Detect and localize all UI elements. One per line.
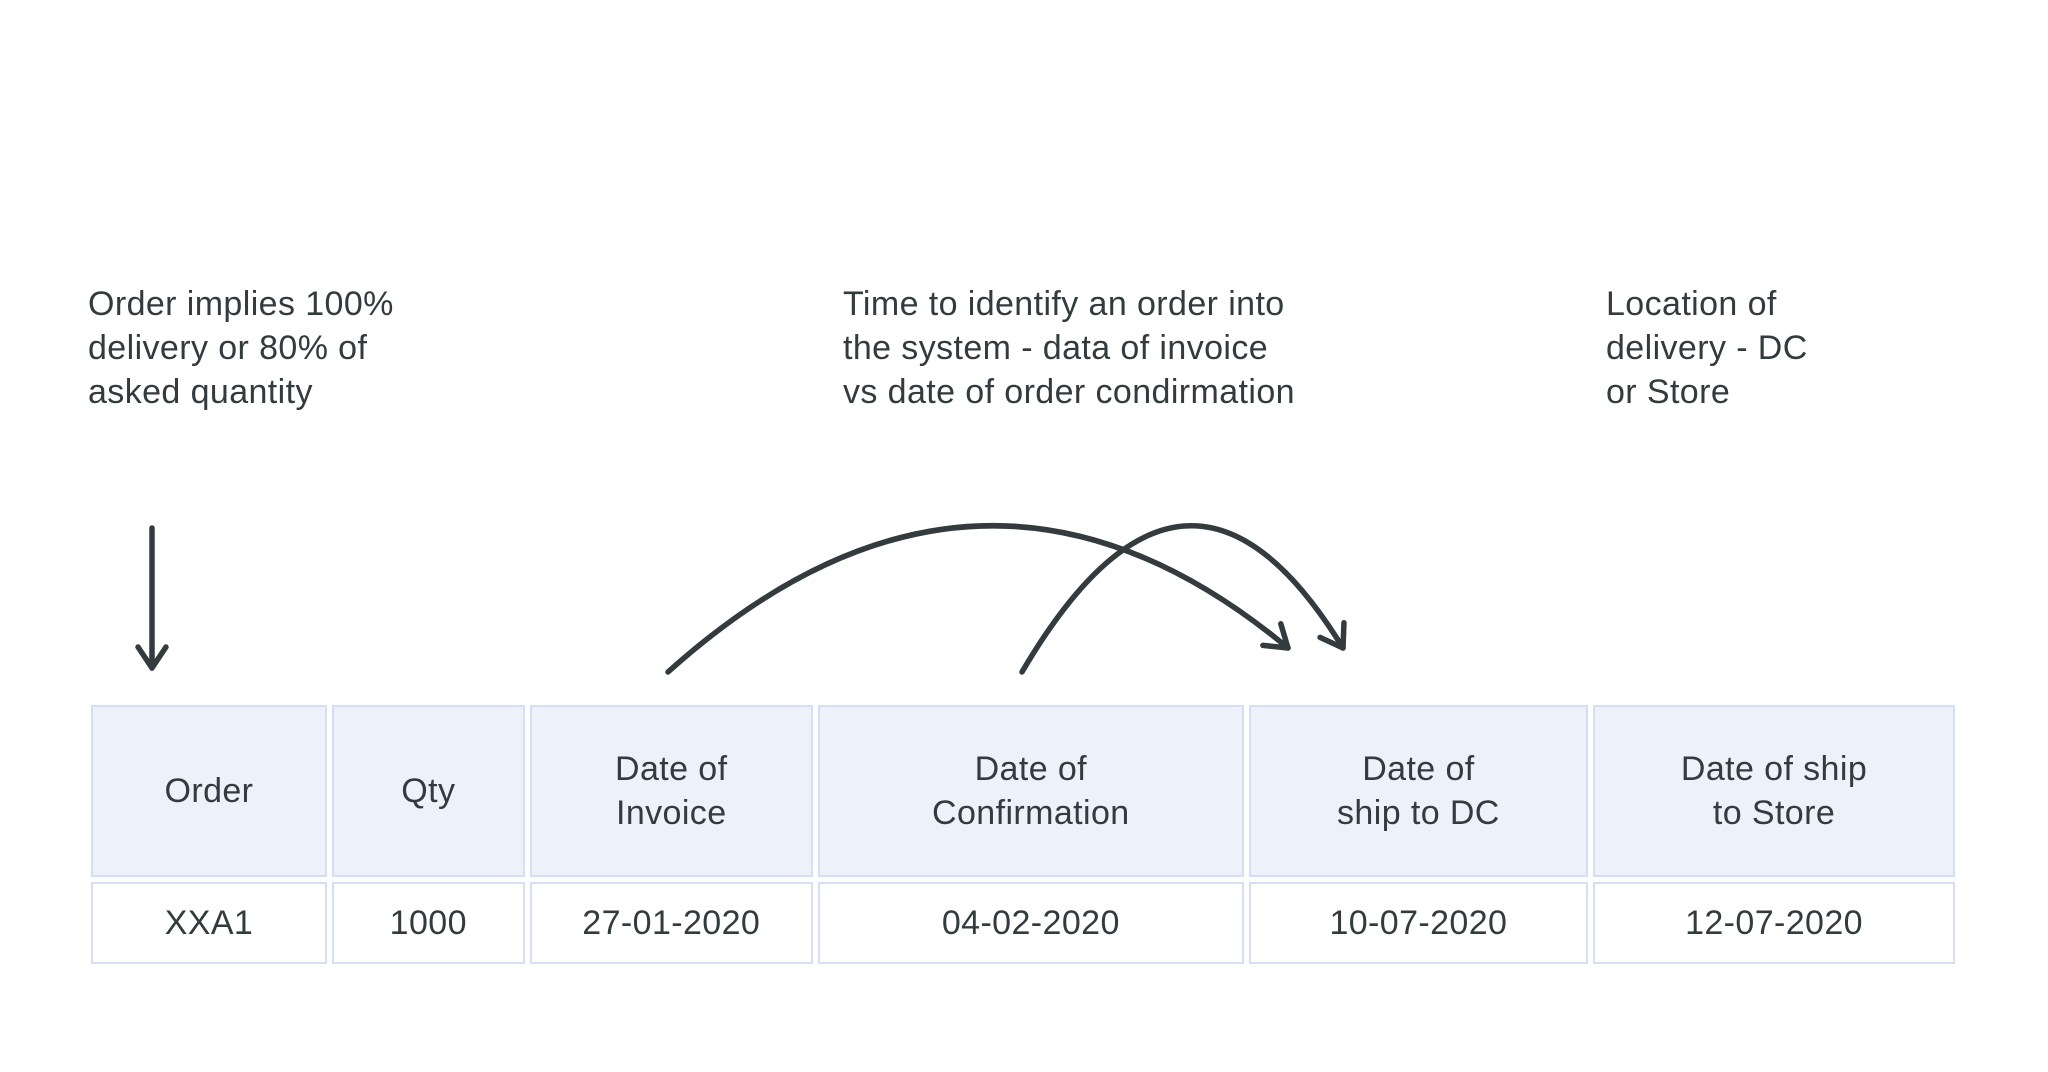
header-cell-date-ship-dc: Date of ship to DC: [1248, 705, 1589, 877]
confirmation-arc-arrow: [1019, 522, 1347, 675]
header-cell-date-ship-store: Date of ship to Store: [1593, 705, 1955, 877]
cell-qty: 1000: [331, 882, 525, 964]
annotation-location-note: Location of delivery - DC or Store: [1606, 285, 1808, 411]
header-cell-date-invoice: Date of Invoice: [529, 705, 813, 877]
header-cell-order: Order: [91, 705, 327, 877]
order-table-header: Order Qty Date of Invoice Date of Confir…: [91, 705, 1955, 877]
table-row: XXA1 1000 27-01-2020 04-02-2020 10-07-20…: [91, 882, 1955, 964]
cell-date-confirmation: 04-02-2020: [817, 882, 1244, 964]
annotation-identify-time-note: Time to identify an order into the syste…: [843, 285, 1295, 411]
order-table: Order Qty Date of Invoice Date of Confir…: [86, 700, 1960, 969]
order-table-body: XXA1 1000 27-01-2020 04-02-2020 10-07-20…: [91, 882, 1955, 964]
cell-date-ship-store: 12-07-2020: [1593, 882, 1955, 964]
cell-order: XXA1: [91, 882, 327, 964]
cell-date-invoice: 27-01-2020: [529, 882, 813, 964]
header-cell-date-confirmation: Date of Confirmation: [817, 705, 1244, 877]
invoice-arc-arrow: [665, 523, 1291, 675]
header-row: Order Qty Date of Invoice Date of Confir…: [91, 705, 1955, 877]
header-cell-qty: Qty: [331, 705, 525, 877]
annotation-delivery-note: Order implies 100% delivery or 80% of as…: [88, 285, 394, 411]
cell-date-ship-dc: 10-07-2020: [1248, 882, 1589, 964]
